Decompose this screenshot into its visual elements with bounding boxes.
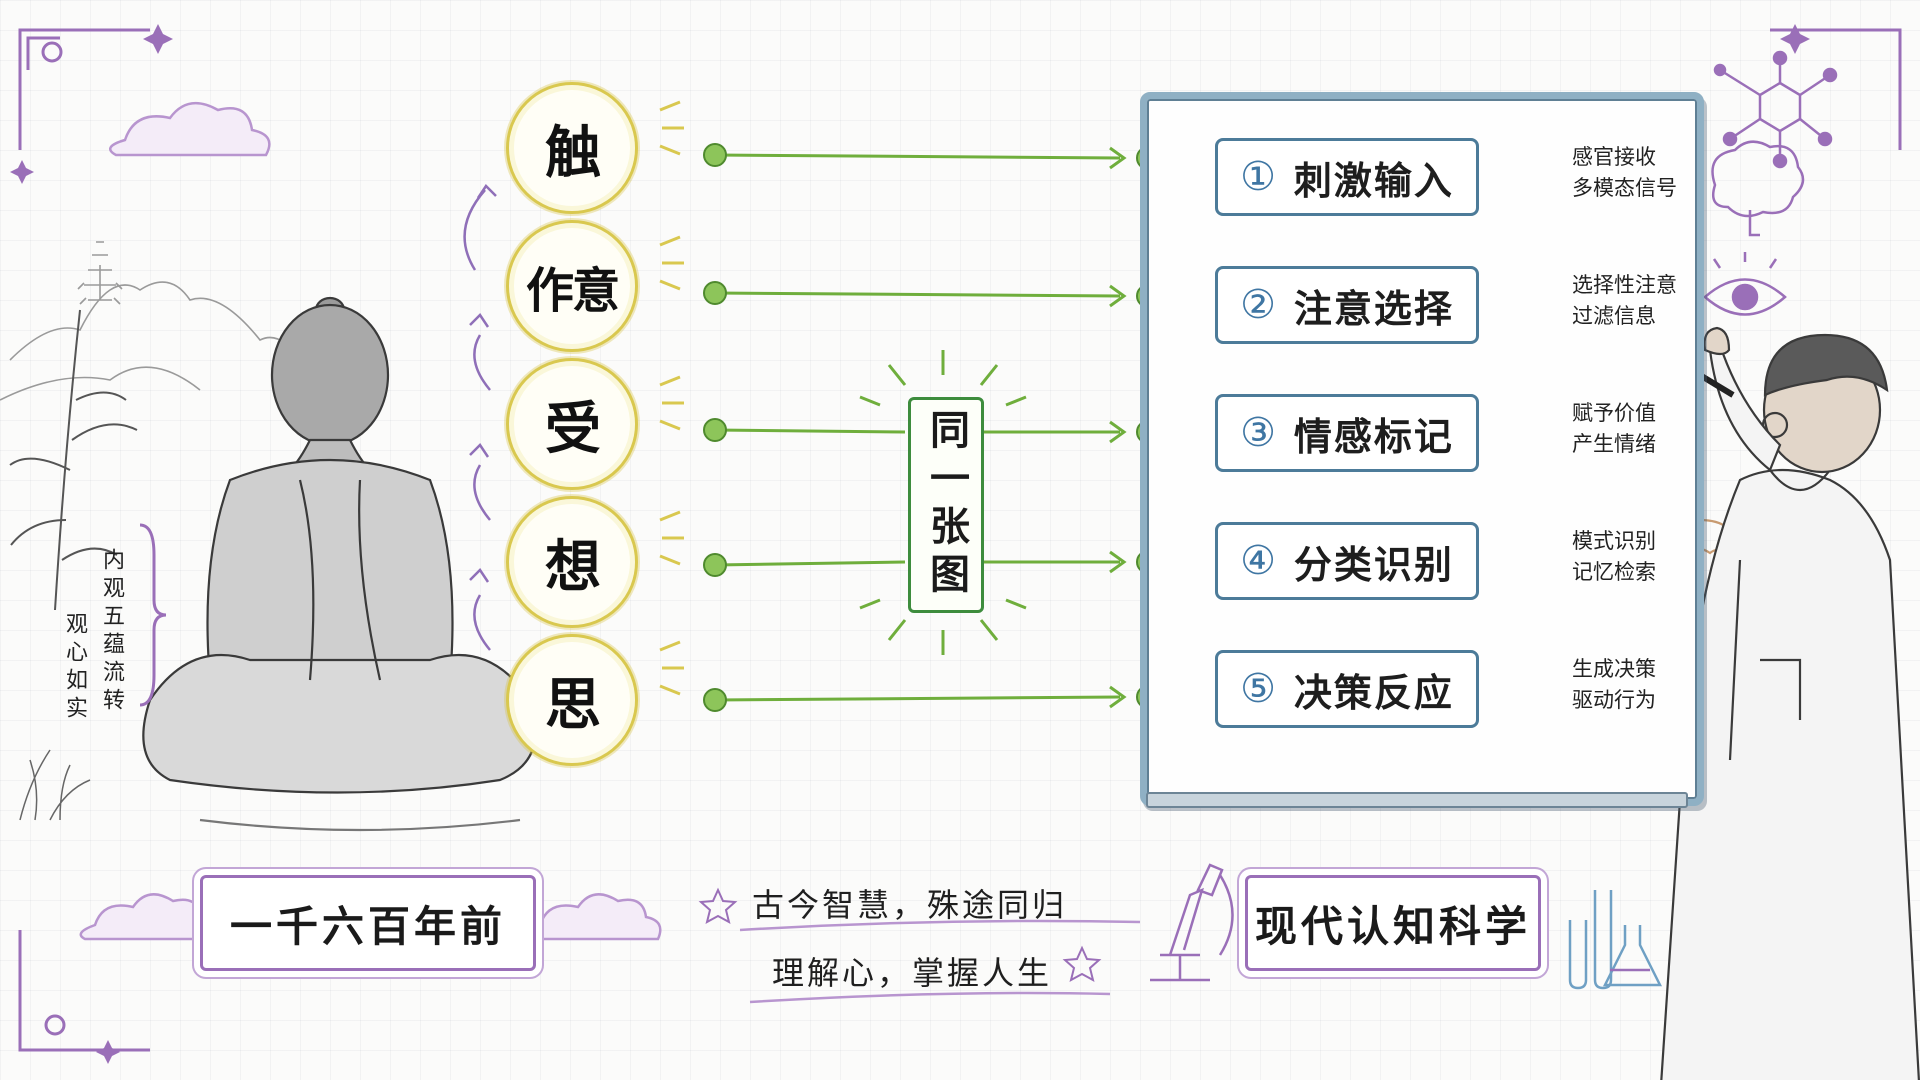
bracket-brace: [140, 525, 166, 705]
step-label: 分类识别: [1294, 534, 1454, 589]
concept-perception: 想: [506, 496, 638, 628]
ancient-label: 一千六百年前: [200, 875, 536, 971]
step-number: ⑤: [1240, 666, 1278, 712]
step-label: 决策反应: [1294, 662, 1454, 717]
mountain-landscape: [0, 242, 300, 400]
motto-line2: 理解心，掌握人生: [772, 948, 1052, 994]
step-number: ④: [1240, 538, 1278, 584]
grass-icon: [20, 750, 90, 820]
step-number: ②: [1240, 282, 1278, 328]
note-attention: 选择性注意 过滤信息: [1560, 270, 1732, 332]
concept-feeling: 受: [506, 358, 638, 490]
step-emotion-tagging: ③ 情感标记: [1215, 394, 1479, 472]
concept-attention: 作意: [506, 220, 638, 352]
step-number: ③: [1240, 410, 1278, 456]
concept-touch: 触: [506, 82, 638, 214]
note-line: 多模态信号: [1572, 173, 1732, 204]
note-line: 记忆检索: [1572, 557, 1732, 588]
step-attention-selection: ② 注意选择: [1215, 266, 1479, 344]
note-line: 产生情绪: [1572, 429, 1732, 460]
concept-volition: 思: [506, 634, 638, 766]
side-text-col2: 观心如实: [58, 612, 90, 724]
lab-glassware-icon: [1570, 890, 1660, 988]
note-line: 生成决策: [1572, 654, 1732, 685]
step-label: 刺激输入: [1294, 150, 1454, 205]
motto-line1: 古今智慧，殊途同归: [752, 880, 1067, 926]
note-line: 赋予价值: [1572, 398, 1732, 429]
note-line: 感官接收: [1572, 142, 1732, 173]
step-classification: ④ 分类识别: [1215, 522, 1479, 600]
note-emotion: 赋予价值 产生情绪: [1560, 398, 1732, 460]
whiteboard-tray: [1146, 792, 1688, 808]
step-label: 情感标记: [1294, 406, 1454, 461]
step-stimulus-input: ① 刺激输入: [1215, 138, 1479, 216]
note-decision: 生成决策 驱动行为: [1560, 654, 1732, 716]
side-text-col1: 内观五蕴流转: [95, 548, 127, 716]
note-line: 选择性注意: [1572, 270, 1732, 301]
step-label: 注意选择: [1294, 278, 1454, 333]
microscope-icon: [1150, 865, 1233, 980]
modern-label: 现代认知科学: [1245, 875, 1541, 971]
step-number: ①: [1240, 154, 1278, 200]
note-classification: 模式识别 记忆检索: [1560, 526, 1732, 588]
meditating-monk-illustration: [143, 298, 535, 830]
note-stimulus: 感官接收 多模态信号: [1560, 142, 1732, 204]
note-line: 过滤信息: [1572, 301, 1732, 332]
note-line: 模式识别: [1572, 526, 1732, 557]
step-decision-response: ⑤ 决策反应: [1215, 650, 1479, 728]
same-map-label: 同一张图: [908, 397, 984, 613]
concept-flow-arrows: [465, 186, 496, 650]
highlight-sparks: [660, 102, 684, 694]
note-line: 驱动行为: [1572, 685, 1732, 716]
